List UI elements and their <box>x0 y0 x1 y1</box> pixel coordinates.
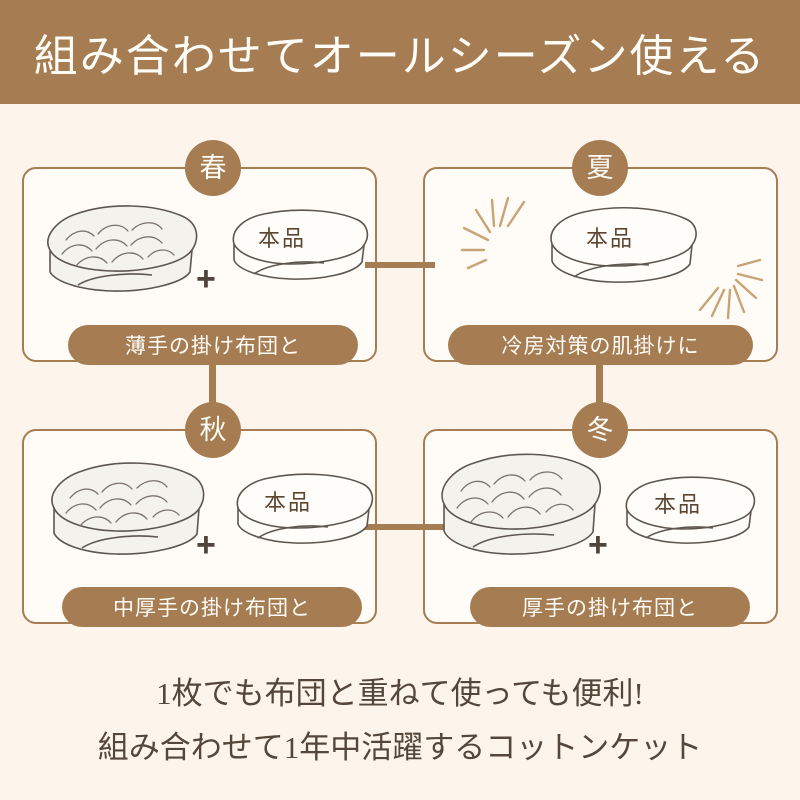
plus-symbol-winter: + <box>588 526 608 564</box>
season-caption-winter: 厚手の掛け布団と <box>470 587 750 627</box>
product-label-winter: 本品 <box>654 492 702 517</box>
sparkle-lines-right-icon <box>698 258 764 320</box>
season-badge-summer: 夏 <box>572 140 628 196</box>
product-blanket-illustration-winter: 本品 <box>625 476 756 544</box>
product-blanket-illustration-summer: 本品 <box>550 206 697 283</box>
medium-comforter-illustration-autumn <box>51 462 205 555</box>
header-banner: 組み合わせてオールシーズン使える <box>0 0 800 104</box>
product-blanket-illustration-autumn: 本品 <box>236 473 374 544</box>
connector-spring-autumn <box>209 359 216 417</box>
footer-tagline-line1: 1枚でも布団と重ねて使っても便利! <box>156 676 644 711</box>
product-label-summer: 本品 <box>586 226 634 251</box>
connector-autumn-winter <box>355 524 480 530</box>
season-caption-spring: 薄手の掛け布団と <box>68 325 358 365</box>
product-label-spring: 本品 <box>258 226 306 251</box>
season-caption-summer: 冷房対策の肌掛けに <box>448 325 753 365</box>
sparkle-lines-left-icon <box>460 196 526 270</box>
footer-tagline-line2: 組み合わせて1年中活躍するコットンケット <box>97 730 703 765</box>
season-badge-autumn: 秋 <box>185 402 241 458</box>
connector-spring-summer <box>365 262 435 268</box>
plus-symbol-spring: + <box>196 260 216 298</box>
season-caption-autumn: 中厚手の掛け布団と <box>62 587 362 627</box>
season-grid: + 本品 春 薄手の掛け布団と 本品 <box>0 104 800 664</box>
product-blanket-illustration-spring: 本品 <box>232 209 369 280</box>
product-label-autumn: 本品 <box>264 490 312 515</box>
page-title: 組み合わせてオールシーズン使える <box>33 32 767 81</box>
connector-summer-winter <box>596 359 603 417</box>
season-badge-winter: 冬 <box>572 402 628 458</box>
thick-comforter-illustration-winter <box>441 453 602 555</box>
season-badge-spring: 春 <box>185 140 241 196</box>
plus-symbol-autumn: + <box>196 526 216 564</box>
thin-comforter-illustration-spring <box>47 205 198 292</box>
